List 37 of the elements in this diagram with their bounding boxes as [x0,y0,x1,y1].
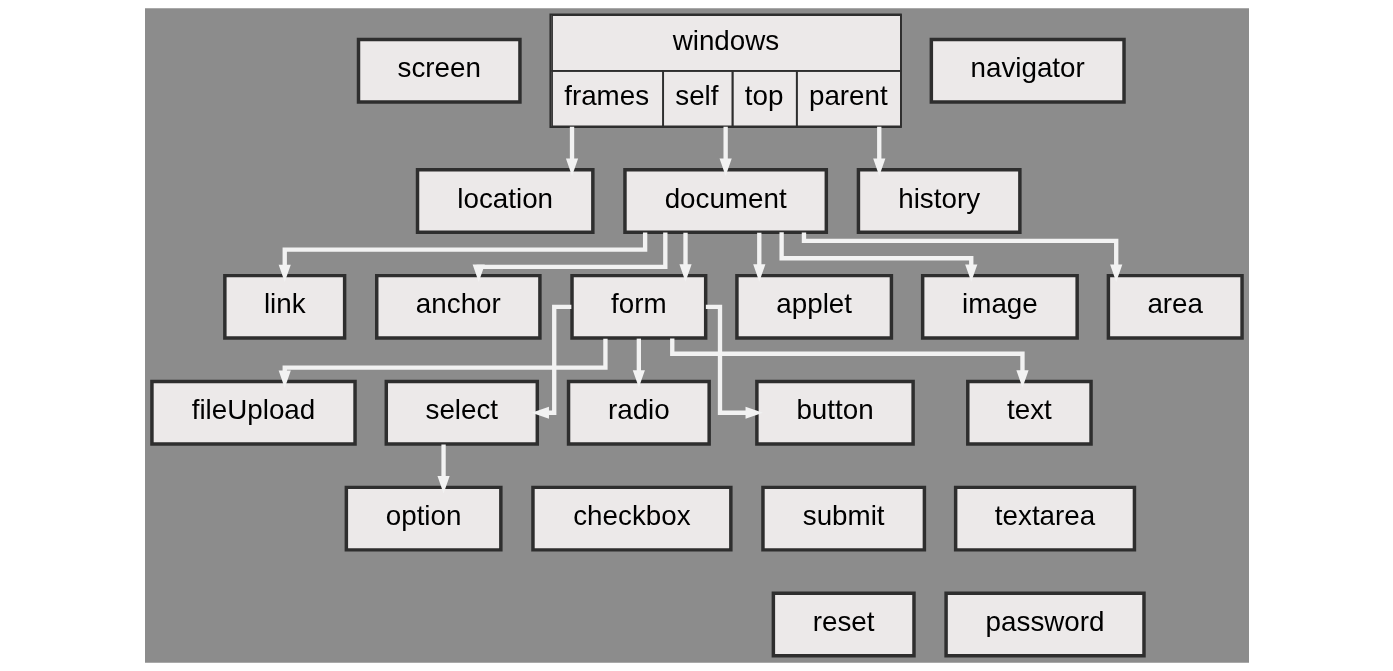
arrow [278,232,647,283]
node-box: applet [734,273,893,340]
node-box: textarea [953,485,1136,552]
arrow [531,304,571,419]
node-box: area [1106,273,1244,340]
arrow [472,232,667,282]
node-box: screen [356,37,522,104]
arrow [752,232,765,282]
node-box: radio [566,379,711,446]
arrow [778,232,977,282]
node-box: select [384,379,539,446]
node-box: option [344,485,503,552]
node-box: document [622,168,828,234]
node-box: submit [760,485,926,552]
node-box: anchor [374,273,542,340]
arrow [669,338,1029,388]
arrow [278,338,608,388]
node-box: reset [771,591,916,658]
node-box: location [415,168,595,234]
arrow [632,338,645,388]
node-box: fileUpload [149,379,357,446]
node-box: navigator [929,37,1126,104]
node-box: image [920,273,1079,340]
arrow [705,304,763,419]
arrow [801,232,1122,282]
arrow [436,444,450,494]
arrow [565,126,578,176]
arrow [872,126,885,176]
node-box: text [965,379,1093,446]
node-box: form [569,273,707,340]
node-box: button [754,379,915,446]
node-box: history [856,168,1022,234]
node-box: checkbox [530,485,733,552]
arrow [719,126,732,176]
node-box: password [943,591,1146,658]
arrow [678,232,692,282]
node-box: link [222,273,346,340]
